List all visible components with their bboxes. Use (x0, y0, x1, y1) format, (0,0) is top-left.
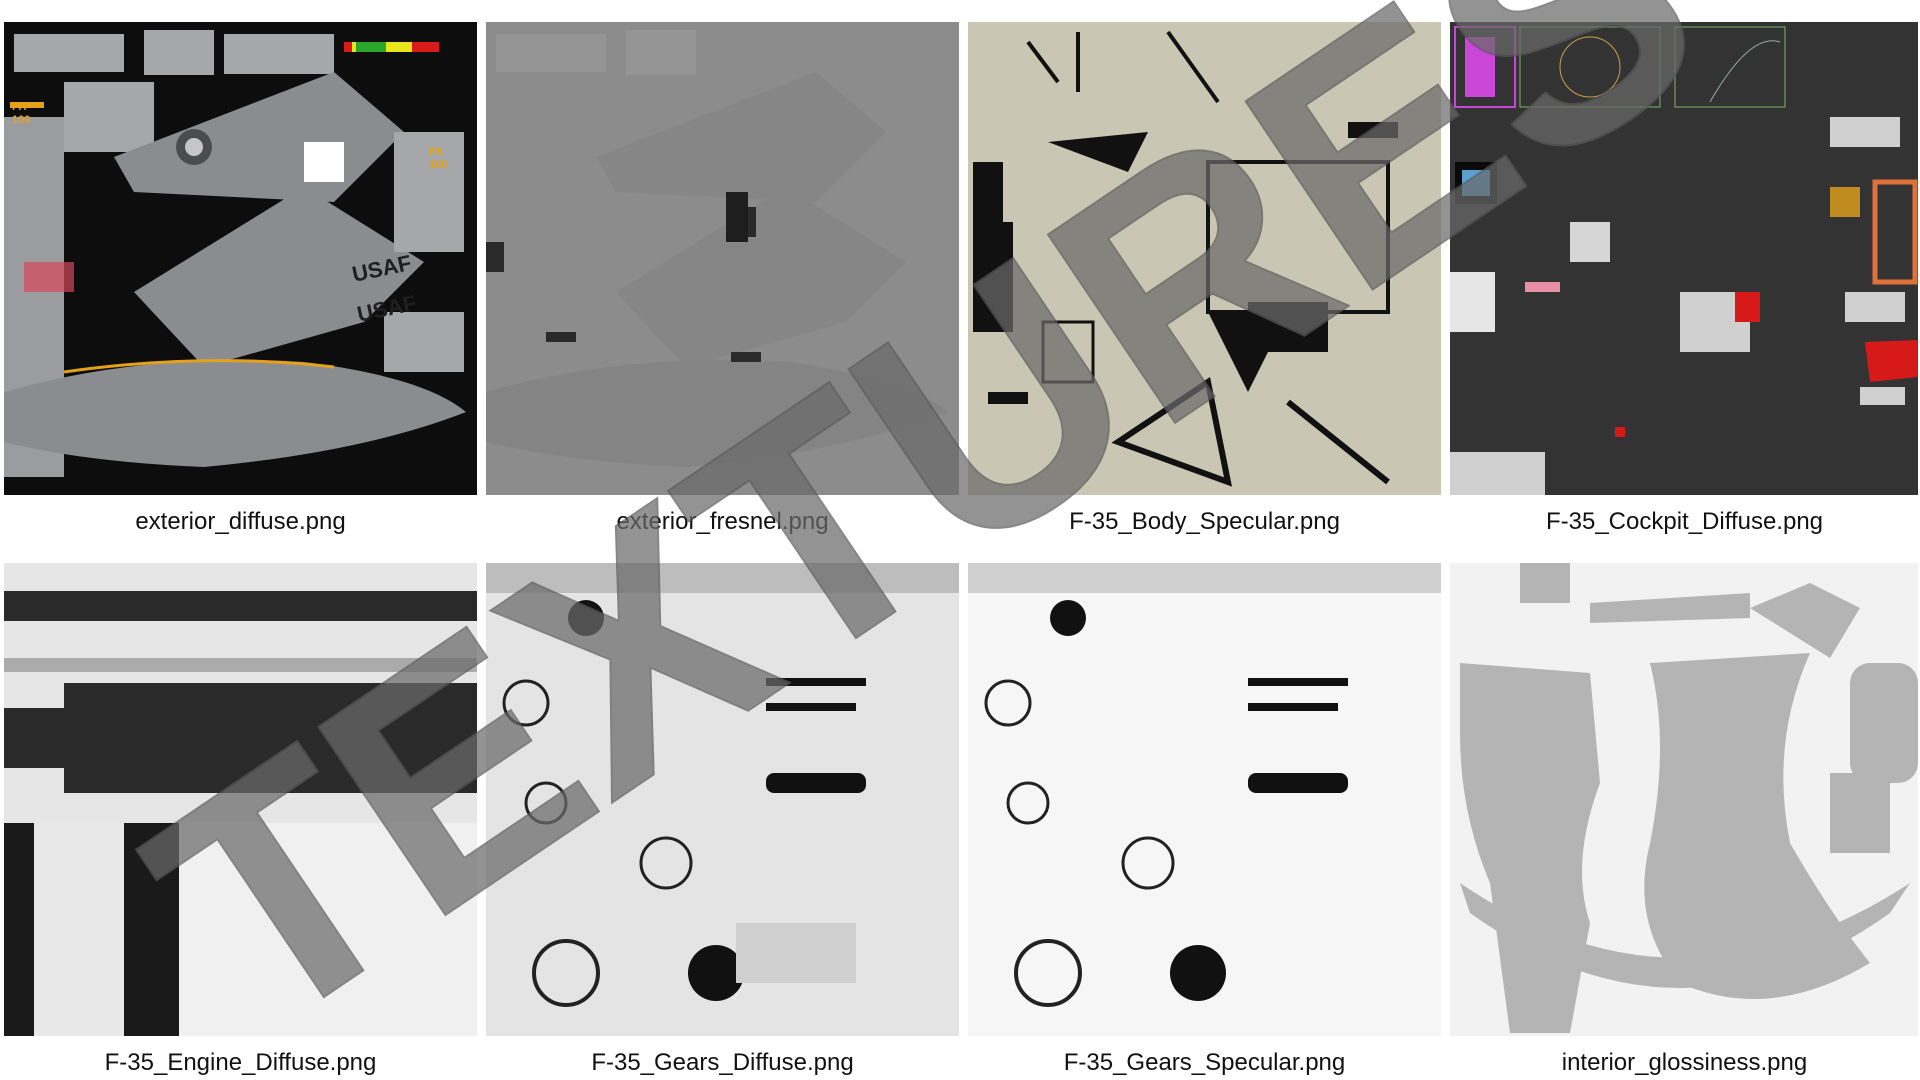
caption-gears-diffuse: F-35_Gears_Diffuse.png (591, 1049, 854, 1076)
gears-specular-image (968, 563, 1441, 1036)
gears-diffuse-image (486, 563, 959, 1036)
caption-exterior-diffuse: exterior_diffuse.png (135, 508, 346, 535)
pa-marking-2: PA (429, 146, 444, 158)
texture-interior-glossiness[interactable] (1450, 563, 1918, 1036)
texture-gears-diffuse[interactable] (486, 563, 959, 1036)
exterior-fresnel-image (486, 22, 959, 495)
texture-gears-specular[interactable] (968, 563, 1441, 1036)
caption-engine-diffuse: F-35_Engine_Diffuse.png (104, 1049, 377, 1076)
engine-diffuse-image (4, 563, 477, 1036)
texture-exterior-fresnel[interactable] (486, 22, 959, 495)
pa-marking-1-num: 100 (12, 114, 30, 126)
body-specular-image (968, 22, 1441, 495)
texture-exterior-diffuse[interactable]: USAF USAF PA 100 PA 100 (4, 22, 477, 495)
texture-cockpit-diffuse[interactable] (1450, 22, 1918, 495)
interior-glossiness-image (1450, 563, 1918, 1036)
cockpit-diffuse-image (1450, 22, 1918, 495)
caption-cockpit-diffuse: F-35_Cockpit_Diffuse.png (1545, 508, 1824, 535)
caption-gears-specular: F-35_Gears_Specular.png (1063, 1049, 1346, 1076)
caption-body-specular: F-35_Body_Specular.png (1069, 508, 1340, 535)
texture-body-specular[interactable] (968, 22, 1441, 495)
exterior-diffuse-image: USAF USAF PA 100 PA 100 (4, 22, 477, 495)
texture-engine-diffuse[interactable] (4, 563, 477, 1036)
caption-interior-glossiness: interior_glossiness.png (1561, 1049, 1808, 1076)
caption-exterior-fresnel: exterior_fresnel.png (616, 508, 829, 535)
pa-marking-2-num: 100 (429, 159, 447, 171)
pa-marking-1: PA (12, 101, 27, 113)
